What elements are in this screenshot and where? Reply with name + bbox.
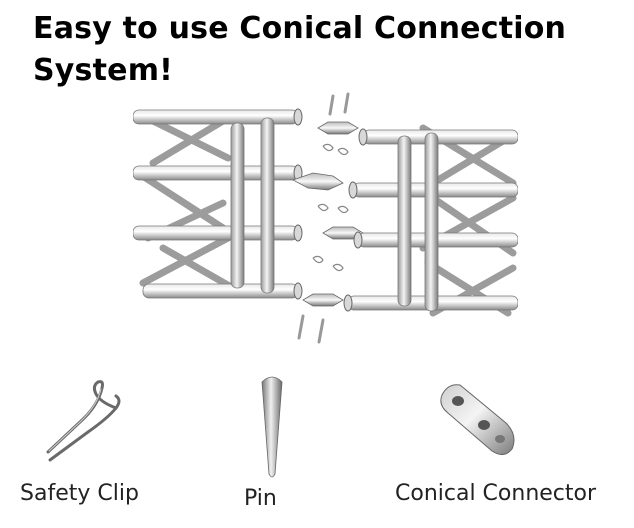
pin-label: Pin bbox=[244, 486, 277, 511]
page-title-line-2: System! bbox=[33, 53, 174, 88]
pin-icon bbox=[261, 376, 283, 478]
conical-connector-label: Conical Connector bbox=[395, 481, 597, 506]
page-title: Easy to use Conical Connection System! bbox=[33, 8, 633, 92]
conical-connector-icon bbox=[440, 384, 515, 455]
safety-clip-icon bbox=[46, 380, 121, 462]
truss-exploded-icon bbox=[133, 92, 518, 344]
page-title-line-1: Easy to use Conical Connection bbox=[33, 11, 567, 46]
safety-clip-label: Safety Clip bbox=[20, 481, 139, 506]
